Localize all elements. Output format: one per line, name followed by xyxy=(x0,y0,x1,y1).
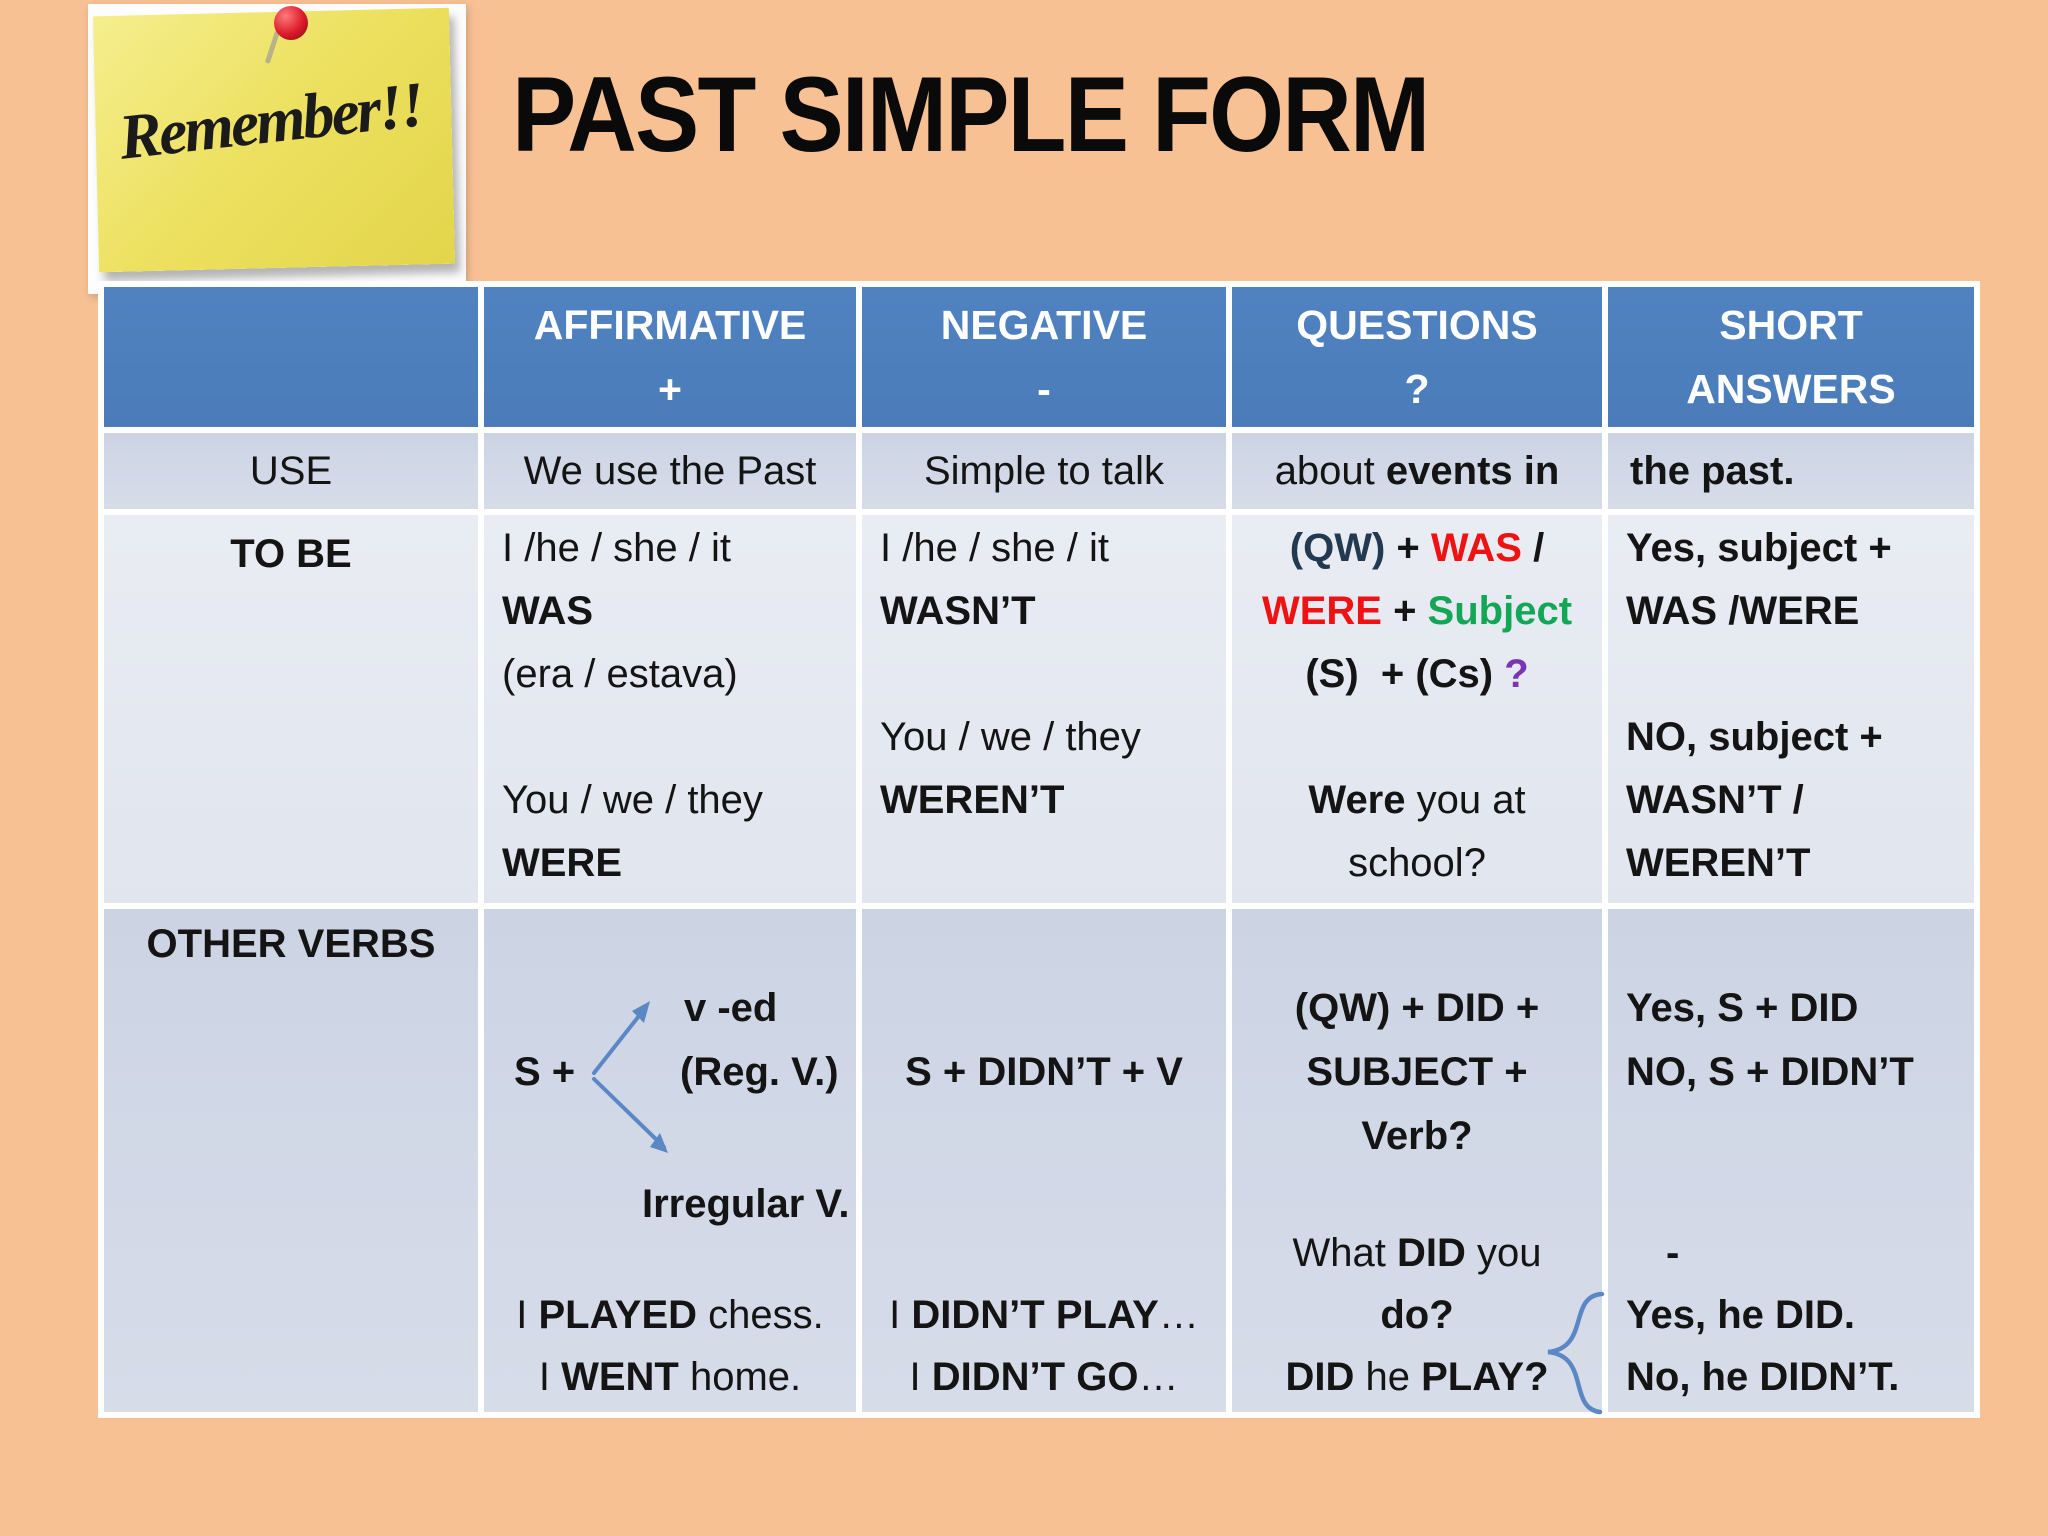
sticky-note: Remember!! xyxy=(88,4,466,294)
other-verbs-label-cell: OTHER VERBS xyxy=(104,909,478,1412)
tobe-aff-line1: I /he / she / it xyxy=(502,526,732,570)
other-aff-s-plus: S + xyxy=(514,1050,576,1094)
were-token: WERE xyxy=(1261,589,1382,633)
other-aff-example1: I PLAYED chess. xyxy=(516,1293,824,1337)
header-cell-affirmative: AFFIRMATIVE + xyxy=(484,287,856,427)
header-cell-negative: NEGATIVE - xyxy=(862,287,1226,427)
branch-arrows-icon xyxy=(592,1001,668,1153)
tobe-aff-line2: WAS xyxy=(502,589,594,633)
other-neg-formula: S + DIDN’T + V xyxy=(905,1050,1183,1094)
question-mark-token: ? xyxy=(1504,652,1529,696)
page-title: PAST SIMPLE FORM xyxy=(512,54,1430,174)
other-aff-ved: v -ed xyxy=(684,986,778,1030)
qw-token: (QW) xyxy=(1289,526,1386,570)
header-cell-questions: QUESTIONS ? xyxy=(1232,287,1602,427)
tobe-aff-line3: (era / estava) xyxy=(502,652,738,696)
tobe-neg-line1: I /he / she / it xyxy=(880,526,1110,570)
tobe-q-example-line1: Were you at xyxy=(1308,778,1526,822)
header-questions-sign: ? xyxy=(1404,366,1430,412)
note-text: Remember!! xyxy=(115,68,426,173)
tobe-neg-line4: WEREN’T xyxy=(880,778,1065,822)
other-neg-example1: I DIDN’T PLAY… xyxy=(889,1293,1199,1337)
use-part4-text: the past. xyxy=(1630,448,1795,493)
tobe-short-answers-cell: Yes, subject + WAS /WERE NO, subject + W… xyxy=(1608,515,1974,903)
other-sa-example1: Yes, he DID. xyxy=(1626,1293,1855,1337)
use-row-part4: the past. xyxy=(1608,433,1974,509)
use-part3a-text: about xyxy=(1274,448,1386,493)
tobe-q-line1: (QW) + WAS / xyxy=(1289,526,1545,570)
other-aff-example2: I WENT home. xyxy=(538,1355,802,1399)
tobe-q-line3: (S) + (Cs) ? xyxy=(1305,652,1529,696)
header-questions-label: QUESTIONS xyxy=(1296,302,1538,348)
other-q-line1: (QW) + DID + xyxy=(1294,986,1540,1030)
tobe-affirmative-cell: I /he / she / it WAS (era / estava) You … xyxy=(484,515,856,903)
tobe-aff-line4: You / we / they xyxy=(502,778,763,822)
use-row-label: USE xyxy=(104,433,478,509)
tobe-neg-line2: WASN’T xyxy=(880,589,1036,633)
other-q-line2: SUBJECT + xyxy=(1306,1050,1528,1094)
other-negative-cell: S + DIDN’T + V I DIDN’T PLAY… I DIDN’T G… xyxy=(862,909,1226,1412)
tobe-sa-line4: WASN’T / xyxy=(1626,778,1804,822)
tobe-label: TO BE xyxy=(230,532,352,576)
header-negative-label: NEGATIVE xyxy=(940,302,1148,348)
tobe-sa-line5: WEREN’T xyxy=(1626,841,1811,885)
subject-token: Subject xyxy=(1427,589,1573,633)
tobe-neg-line3: You / we / they xyxy=(880,715,1141,759)
was-token: WAS xyxy=(1430,526,1522,570)
tobe-questions-cell: (QW) + WAS / WERE + Subject (S) + (Cs) ?… xyxy=(1232,515,1602,903)
use-row-part1: We use the Past xyxy=(484,433,856,509)
tobe-label-cell: TO BE xyxy=(104,515,478,903)
tobe-sa-line2: WAS /WERE xyxy=(1626,589,1860,633)
header-affirmative-sign: + xyxy=(658,366,682,412)
other-aff-reg: (Reg. V.) xyxy=(680,1050,839,1094)
other-q-example3: DID he PLAY? xyxy=(1285,1355,1549,1399)
other-q-example2: do? xyxy=(1380,1293,1454,1337)
use-row-part2: Simple to talk xyxy=(862,433,1226,509)
other-verbs-label: OTHER VERBS xyxy=(146,922,436,966)
other-aff-irregular: Irregular V. xyxy=(642,1182,850,1226)
use-part2-text: Simple to talk xyxy=(923,448,1165,493)
other-sa-example2: No, he DIDN’T. xyxy=(1626,1355,1900,1399)
other-q-line3: Verb? xyxy=(1361,1114,1473,1158)
header-short-line1: SHORT xyxy=(1719,302,1863,348)
pushpin-icon xyxy=(274,6,308,40)
other-sa-line2: NO, S + DIDN’T xyxy=(1626,1050,1914,1094)
use-row-part3: about events in xyxy=(1232,433,1602,509)
header-affirmative-label: AFFIRMATIVE xyxy=(533,302,807,348)
brace-icon xyxy=(1547,1291,1605,1415)
use-part3b-text: events in xyxy=(1385,448,1560,493)
tobe-sa-line3: NO, subject + xyxy=(1626,715,1883,759)
other-q-example1: What DID you xyxy=(1292,1231,1542,1275)
header-cell-short-answers: SHORT ANSWERS xyxy=(1608,287,1974,427)
other-affirmative-cell: v -ed S + (Reg. V.) Irregular V. I PLAYE… xyxy=(484,909,856,1412)
other-short-answers-cell: Yes, S + DID NO, S + DIDN’T - Yes, he DI… xyxy=(1608,909,1974,1412)
tobe-q-line2: WERE + Subject xyxy=(1261,589,1573,633)
header-short-line2: ANSWERS xyxy=(1686,366,1896,412)
use-part1-text: We use the Past xyxy=(523,448,817,493)
use-label-text: USE xyxy=(249,448,333,493)
other-sa-line1: Yes, S + DID xyxy=(1626,986,1859,1030)
tobe-q-example-line2: school? xyxy=(1348,841,1486,885)
other-neg-example2: I DIDN’T GO… xyxy=(909,1355,1179,1399)
other-sa-dash: - xyxy=(1666,1231,1680,1275)
tobe-aff-line5: WERE xyxy=(502,841,622,885)
header-cell-empty xyxy=(104,287,478,427)
tobe-sa-line1: Yes, subject + xyxy=(1626,526,1892,570)
header-negative-sign: - xyxy=(1037,366,1051,412)
other-questions-cell: (QW) + DID + SUBJECT + Verb? What DID yo… xyxy=(1232,909,1602,1412)
tobe-negative-cell: I /he / she / it WASN’T You / we / they … xyxy=(862,515,1226,903)
